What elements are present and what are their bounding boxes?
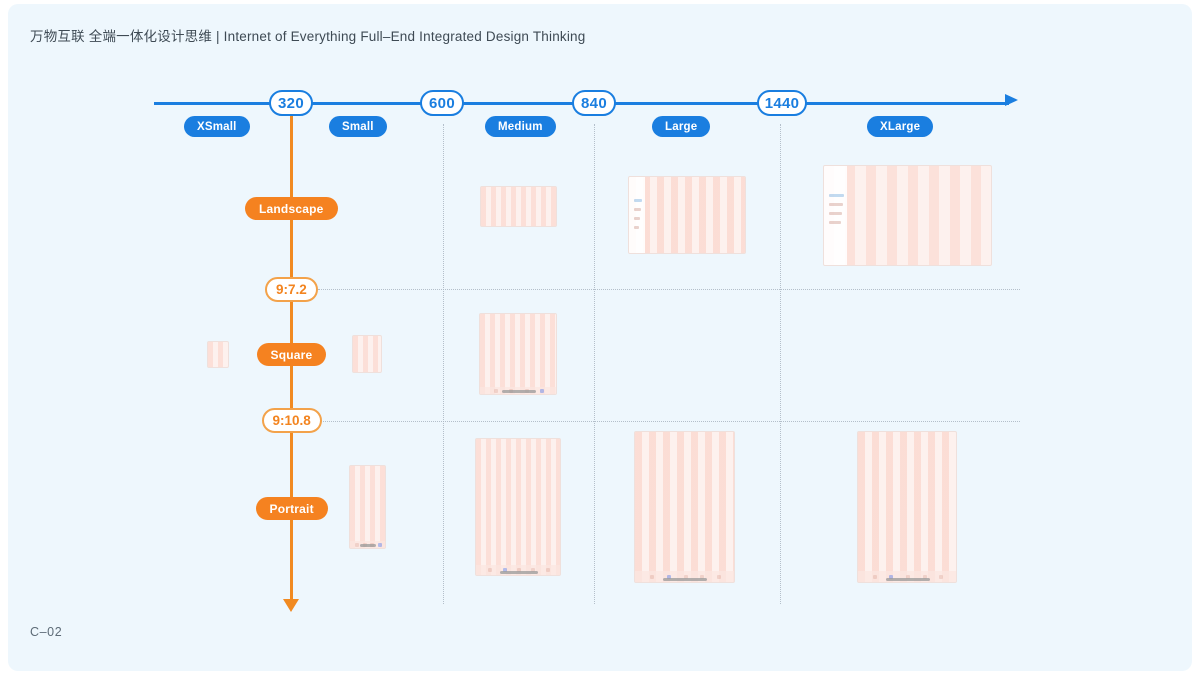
slide-number: C–02 xyxy=(30,625,63,639)
bottom-tab-bar[interactable] xyxy=(858,571,956,582)
tab-bar-icon[interactable] xyxy=(494,389,498,393)
breakpoint-marker-320[interactable]: 320 xyxy=(269,90,313,116)
home-indicator xyxy=(500,571,538,574)
breakpoint-marker-840[interactable]: 840 xyxy=(572,90,616,116)
device-portrait-medium[interactable] xyxy=(475,438,561,576)
device-square-medium[interactable] xyxy=(479,313,557,395)
nav-rail-item[interactable] xyxy=(829,212,842,215)
device-landscape-large[interactable] xyxy=(628,176,746,254)
nav-rail-item[interactable] xyxy=(829,221,841,224)
column-guide-0 xyxy=(443,124,444,604)
device-portrait-small[interactable] xyxy=(349,465,386,549)
nav-rail[interactable] xyxy=(629,177,645,253)
tab-bar-icon[interactable] xyxy=(488,568,492,572)
orientation-chip-portrait[interactable]: Portrait xyxy=(255,497,328,520)
bottom-tab-bar[interactable] xyxy=(635,571,734,582)
size-chip-small[interactable]: Small xyxy=(329,116,387,137)
size-chip-medium[interactable]: Medium xyxy=(485,116,556,137)
nav-rail-item[interactable] xyxy=(829,203,843,206)
tab-bar-icon[interactable] xyxy=(540,389,544,393)
row-guide-0 xyxy=(318,289,1020,290)
home-indicator xyxy=(663,578,707,581)
nav-rail-item[interactable] xyxy=(634,199,642,202)
tab-bar-icon[interactable] xyxy=(684,575,688,579)
nav-rail[interactable] xyxy=(824,166,847,265)
size-chip-xsmall[interactable]: XSmall xyxy=(184,116,250,137)
ratio-marker-9-10-8[interactable]: 9:10.8 xyxy=(261,408,322,433)
size-chip-large[interactable]: Large xyxy=(652,116,711,137)
tab-bar-icon[interactable] xyxy=(923,575,927,579)
breakpoint-marker-1440[interactable]: 1440 xyxy=(757,90,807,116)
arrow-right-icon xyxy=(1005,94,1018,106)
tab-bar-icon[interactable] xyxy=(378,543,382,547)
home-indicator xyxy=(502,390,536,393)
nav-rail-item[interactable] xyxy=(634,208,641,211)
column-guide-2 xyxy=(780,124,781,604)
tab-bar-icon[interactable] xyxy=(873,575,877,579)
device-square-small[interactable] xyxy=(352,335,382,373)
bottom-tab-bar[interactable] xyxy=(476,565,560,575)
home-indicator xyxy=(360,544,376,547)
nav-rail-item[interactable] xyxy=(634,217,640,220)
slide-canvas: 万物互联 全端一体化设计思维 | Internet of Everything … xyxy=(8,4,1192,671)
row-guide-1 xyxy=(318,421,1020,422)
tab-bar-icon[interactable] xyxy=(531,568,535,572)
device-square-xsmall[interactable] xyxy=(207,341,229,368)
tab-bar-icon[interactable] xyxy=(546,568,550,572)
breakpoint-marker-600[interactable]: 600 xyxy=(420,90,464,116)
tab-bar-icon[interactable] xyxy=(717,575,721,579)
tab-bar-icon[interactable] xyxy=(906,575,910,579)
ratio-marker-9-7-2[interactable]: 9:7.2 xyxy=(265,277,318,302)
tab-bar-icon[interactable] xyxy=(355,543,359,547)
home-indicator xyxy=(886,578,930,581)
size-chip-xlarge[interactable]: XLarge xyxy=(867,116,934,137)
tab-bar-icon[interactable] xyxy=(889,575,893,579)
tab-bar-icon[interactable] xyxy=(517,568,521,572)
device-portrait-large[interactable] xyxy=(634,431,735,583)
device-landscape-medium[interactable] xyxy=(480,186,557,227)
orientation-chip-landscape[interactable]: Landscape xyxy=(245,197,338,220)
tab-bar-icon[interactable] xyxy=(700,575,704,579)
tab-bar-icon[interactable] xyxy=(667,575,671,579)
device-portrait-xlarge[interactable] xyxy=(857,431,957,583)
column-guide-1 xyxy=(594,124,595,604)
nav-rail-item[interactable] xyxy=(829,194,844,197)
tab-bar-icon[interactable] xyxy=(650,575,654,579)
device-landscape-xlarge[interactable] xyxy=(823,165,992,266)
orientation-chip-square[interactable]: Square xyxy=(256,343,327,366)
arrow-down-icon xyxy=(283,599,299,612)
page-title: 万物互联 全端一体化设计思维 | Internet of Everything … xyxy=(30,29,586,44)
tab-bar-icon[interactable] xyxy=(939,575,943,579)
tab-bar-icon[interactable] xyxy=(503,568,507,572)
nav-rail-item[interactable] xyxy=(634,226,639,229)
